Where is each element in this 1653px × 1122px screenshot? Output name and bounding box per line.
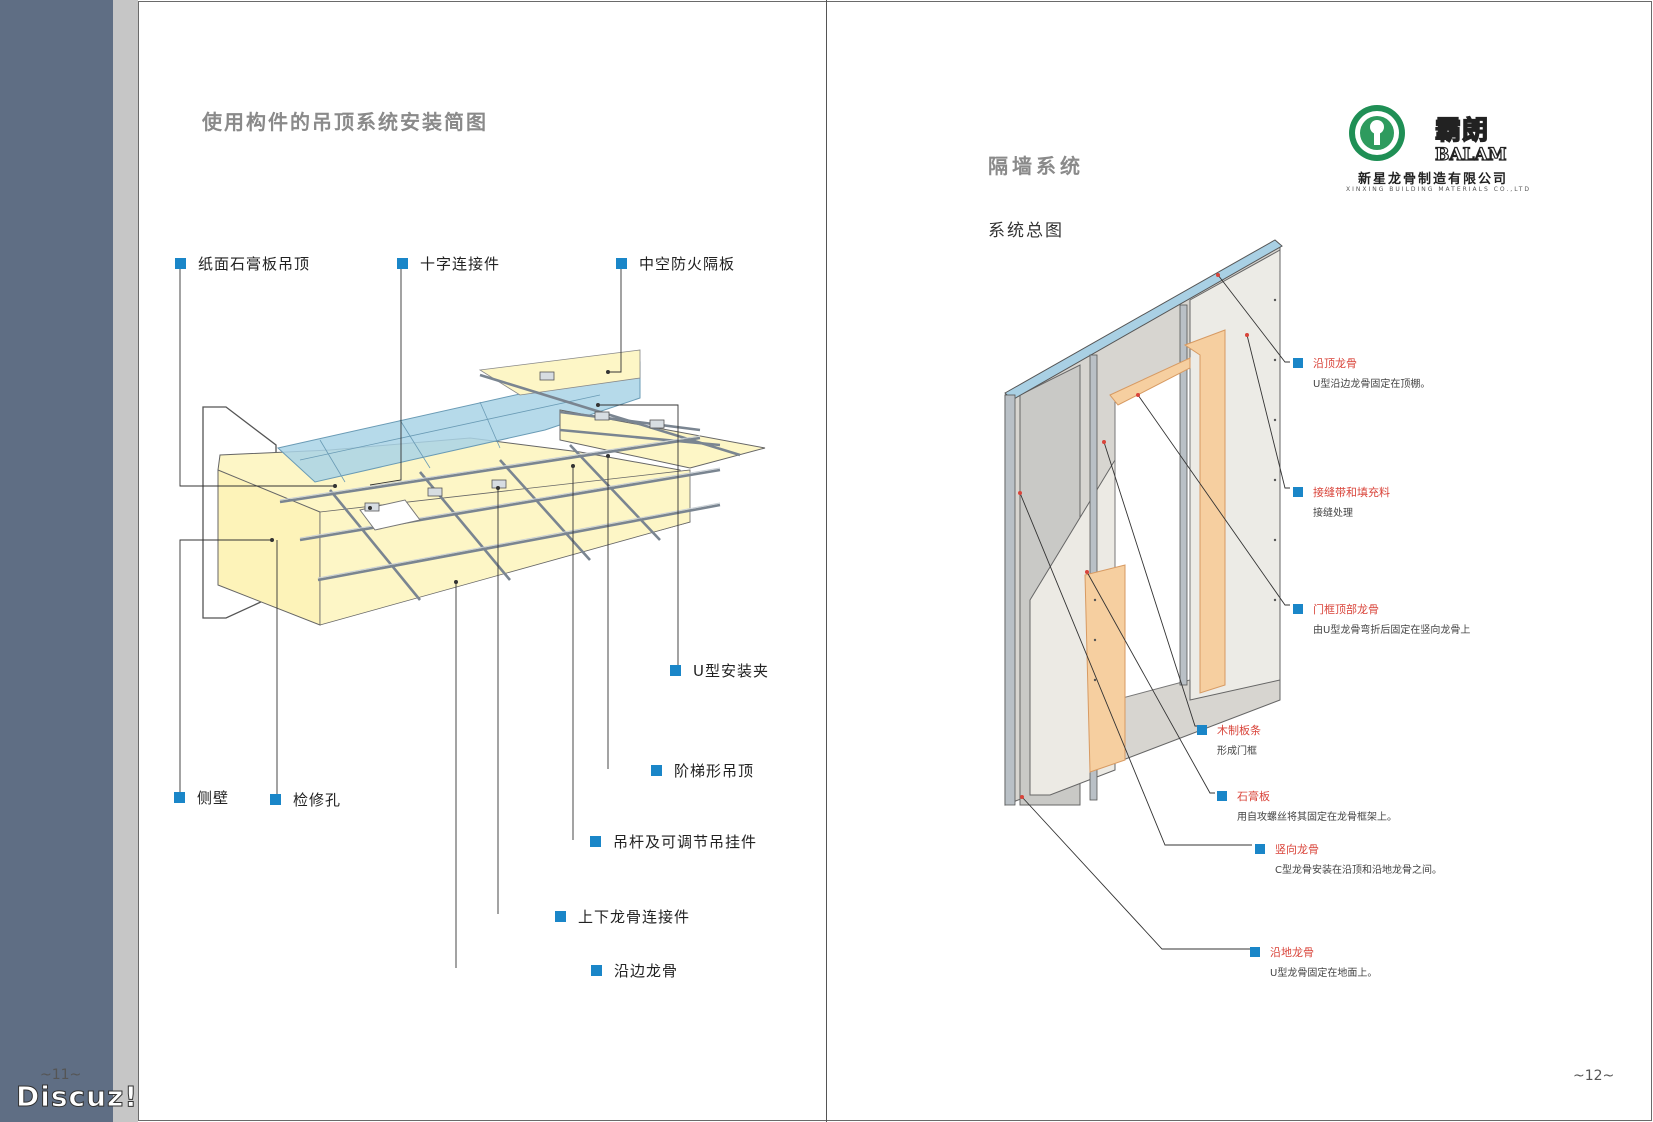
callout-label: 纸面石膏板吊顶	[198, 255, 311, 273]
bullet-square	[591, 965, 602, 976]
bullet-square	[555, 911, 566, 922]
ceiling-illustration	[179, 262, 766, 968]
callout-label: 吊杆及可调节吊挂件	[613, 833, 758, 851]
callout-stepped-ceiling: 阶梯形吊顶	[651, 760, 754, 781]
callout-wood-strip: 木制板条 形成门框	[1197, 722, 1261, 757]
callout-access-hole: 检修孔	[270, 789, 341, 810]
callout-label: 阶梯形吊顶	[674, 762, 755, 780]
brand-cn: 霸朗	[1434, 115, 1490, 146]
callout-label: 上下龙骨连接件	[578, 908, 691, 926]
bullet-square	[1217, 791, 1227, 801]
callout-name: 竖向龙骨	[1275, 843, 1319, 856]
callout-label: 十字连接件	[420, 255, 501, 273]
callout-desc: 接缝处理	[1313, 508, 1353, 519]
bullet-square	[1197, 725, 1207, 735]
company-name-en: XINXING BUILDING MATERIALS CO.,LTD	[1346, 186, 1532, 193]
logo-emblem	[1349, 105, 1405, 161]
bullet-square	[1293, 487, 1303, 497]
bullet-square	[270, 794, 281, 805]
callout-label: 沿边龙骨	[614, 962, 679, 980]
brand-en: BALAM	[1434, 144, 1507, 165]
callout-label: 检修孔	[293, 791, 342, 809]
company-name-cn: 新星龙骨制造有限公司	[1358, 172, 1509, 187]
right-page-title: 隔墙系统	[988, 154, 1084, 178]
bullet-square	[175, 258, 186, 269]
callout-name: 木制板条	[1217, 724, 1261, 737]
center-fold	[826, 0, 827, 1122]
spine-dark	[0, 0, 113, 1122]
bullet-square	[1293, 358, 1303, 368]
bullet-square	[174, 792, 185, 803]
callout-name: 接缝带和填充料	[1313, 486, 1390, 499]
callout-gypsum-ceiling: 纸面石膏板吊顶	[175, 253, 310, 274]
bullet-square	[651, 765, 662, 776]
partition-wall-illustration	[1004, 239, 1290, 950]
left-page-title: 使用构件的吊顶系统安装简图	[202, 110, 488, 134]
callout-desc: U型龙骨固定在地面上。	[1270, 968, 1378, 979]
callout-label: U型安装夹	[693, 662, 769, 680]
page-number-left: ~11~	[40, 1067, 82, 1083]
callout-floor-track: 沿地龙骨 U型龙骨固定在地面上。	[1250, 944, 1377, 979]
discuz-watermark: Discuz!	[15, 1080, 139, 1114]
bullet-square	[670, 665, 681, 676]
callout-u-clip: U型安装夹	[670, 660, 769, 681]
callout-desc: 用自攻螺丝将其固定在龙骨框架上。	[1237, 812, 1397, 823]
callout-desc: U型沿边龙骨固定在顶棚。	[1313, 379, 1431, 390]
callout-edge-keel: 沿边龙骨	[591, 960, 678, 981]
bullet-square	[1250, 947, 1260, 957]
callout-name: 沿地龙骨	[1270, 946, 1314, 959]
callout-name: 石膏板	[1237, 790, 1270, 803]
page-border	[138, 1, 1652, 1121]
page-number-right: ~12~	[1573, 1068, 1615, 1084]
bullet-square	[616, 258, 627, 269]
callout-joint-tape: 接缝带和填充料 接缝处理	[1293, 484, 1390, 519]
callout-desc: 形成门框	[1217, 746, 1257, 757]
callout-gypsum-board: 石膏板 用自攻螺丝将其固定在龙骨框架上。	[1217, 788, 1397, 823]
right-page-subtitle: 系统总图	[988, 221, 1064, 241]
callout-name: 沿顶龙骨	[1313, 357, 1357, 370]
callout-side-wall: 侧壁	[174, 787, 229, 808]
callout-name: 门框顶部龙骨	[1313, 603, 1379, 616]
bullet-square	[590, 836, 601, 847]
callout-label: 侧壁	[197, 789, 230, 807]
callout-label: 中空防火隔板	[639, 255, 736, 273]
callout-desc: 由U型龙骨弯折后固定在竖向龙骨上	[1313, 625, 1471, 636]
callout-door-head: 门框顶部龙骨 由U型龙骨弯折后固定在竖向龙骨上	[1293, 601, 1470, 636]
bullet-square	[397, 258, 408, 269]
callout-top-track: 沿顶龙骨 U型沿边龙骨固定在顶棚。	[1293, 355, 1430, 390]
callout-keel-connector: 上下龙骨连接件	[555, 906, 690, 927]
spine-light	[113, 0, 138, 1122]
callout-fire-partition: 中空防火隔板	[616, 253, 735, 274]
bullet-square	[1255, 844, 1265, 854]
callout-vertical-stud: 竖向龙骨 C型龙骨安装在沿顶和沿地龙骨之间。	[1255, 841, 1442, 876]
callout-hanger-rod: 吊杆及可调节吊挂件	[590, 831, 757, 852]
brand-mark: 霸朗 BALAM	[1434, 110, 1507, 165]
bullet-square	[1293, 604, 1303, 614]
callout-cross-connector: 十字连接件	[397, 253, 500, 274]
callout-desc: C型龙骨安装在沿顶和沿地龙骨之间。	[1275, 865, 1442, 876]
